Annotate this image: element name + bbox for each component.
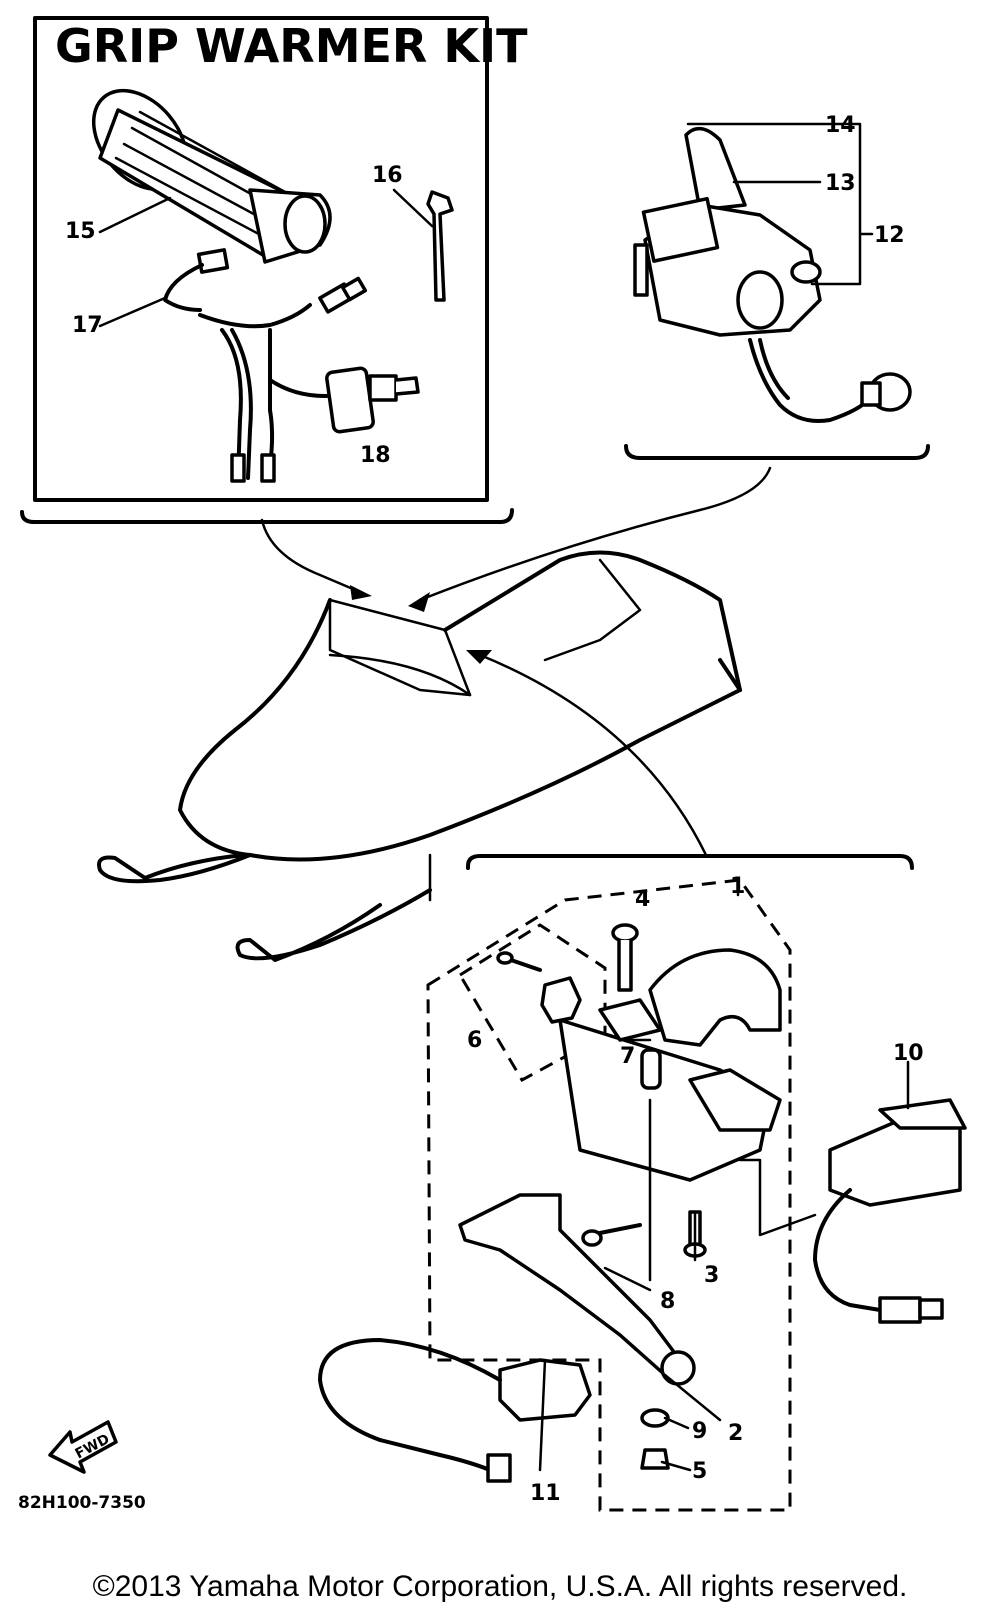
callout-12: 12 [874,223,905,248]
callout-1: 1 [730,874,745,899]
callout-11: 11 [530,1481,561,1506]
callout-17: 17 [72,313,103,338]
throttle-housing-part [558,998,782,1182]
callout-16: 16 [372,163,403,188]
callout-15: 15 [65,219,96,244]
wire-harness-part [163,248,368,483]
callout-8: 8 [660,1289,675,1314]
callout-13: 13 [825,171,856,196]
switch-housing-part [633,126,912,423]
callout-4: 4 [635,887,650,912]
screw-4-part [611,923,639,992]
grip-warmer-kit-panel: GRIP WARMER KIT [20,16,528,524]
callout-9: 9 [692,1419,707,1444]
callout-7: 7 [620,1044,635,1069]
grip-part [91,88,332,264]
control-unit-panel: 10 [738,1041,967,1324]
throttle-assembly-panel: 4 1 6 7 3 8 2 9 5 11 [318,854,914,1512]
kit-title: GRIP WARMER KIT [55,19,528,73]
switch-part [325,366,420,434]
callout-10: 10 [893,1041,924,1066]
snowmobile-outline [97,466,772,962]
control-unit-part [813,1098,967,1324]
callout-3: 3 [704,1263,719,1288]
switch-unit-6-part [496,951,582,1024]
callout-14: 14 [825,113,856,138]
throttle-cover-part [648,948,782,1047]
cable-tie-part [426,190,454,302]
diagram-code: 82H100-7350 [18,1493,146,1513]
callout-18: 18 [360,443,391,468]
collar-7-part [640,1048,662,1090]
throttle-lever-part [458,1193,696,1386]
switch-housing-panel: 14 13 12 [624,113,930,460]
fwd-arrow-icon: FWD [48,1420,118,1474]
callout-6: 6 [467,1028,482,1053]
copyright-notice: ©2013 Yamaha Motor Corporation, U.S.A. A… [92,1570,908,1603]
screw-8-part [581,1223,642,1247]
switch-11-part [318,1338,592,1483]
callout-2: 2 [728,1421,743,1446]
callout-5: 5 [692,1459,707,1484]
callout-arrows [260,466,772,857]
nut-5-part [640,1448,670,1470]
